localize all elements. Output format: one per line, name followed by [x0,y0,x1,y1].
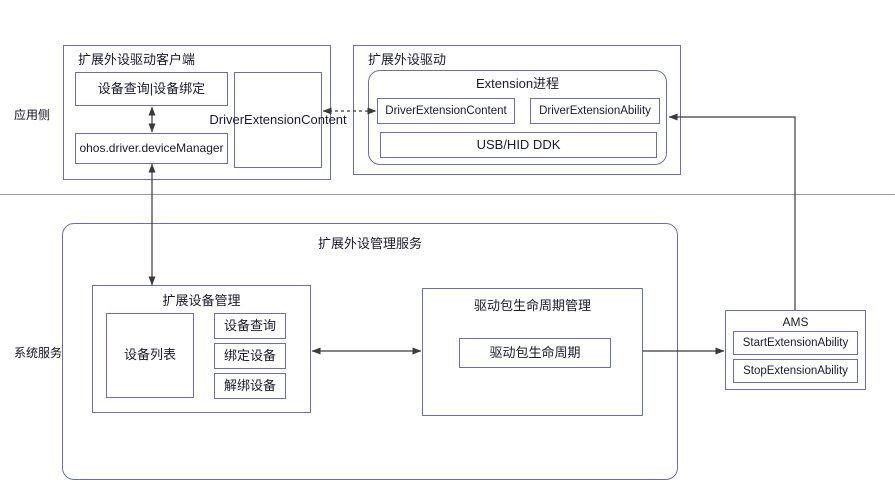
box-start-extension-ability[interactable]: StartExtensionAbility [733,331,858,355]
box-usb-hid-ddk[interactable]: USB/HID DDK [380,132,657,158]
group-ams-title: AMS [782,315,809,329]
box-driver-extension-ability[interactable]: DriverExtensionAbility [530,98,660,124]
group-driver-package-lifecycle-title: 驱动包生命周期管理 [473,298,591,313]
box-stop-extension-ability[interactable]: StopExtensionAbility [733,359,858,383]
group-extension-driver-title: 扩展外设驱动 [368,52,447,67]
box-ohos-driver-devicemanager[interactable]: ohos.driver.deviceManager [75,133,228,164]
group-extension-process-title: Extension进程 [475,76,560,91]
box-bind-device-action[interactable]: 绑定设备 [214,343,286,369]
box-driver-package-lifecycle[interactable]: 驱动包生命周期 [459,338,611,368]
connector-ams-to-driver-extension-ability [668,113,796,310]
group-peripheral-management-service-title: 扩展外设管理服务 [317,236,422,251]
box-device-query-bind[interactable]: 设备查询|设备绑定 [75,72,228,106]
group-driver-client-title: 扩展外设驱动客户端 [78,52,196,67]
box-device-query-action[interactable]: 设备查询 [214,313,286,339]
layer-label-system-service: 系统服务 [14,346,63,360]
box-unbind-device-action[interactable]: 解绑设备 [214,373,286,399]
box-device-list[interactable]: 设备列表 [106,313,194,398]
box-driver-extension-content-client[interactable]: DriverExtensionContent [209,72,347,168]
layer-divider [0,194,895,195]
box-driver-extension-content-process[interactable]: DriverExtensionContent [377,98,515,124]
layer-label-app-side: 应用侧 [14,108,51,122]
group-device-management-title: 扩展设备管理 [162,293,241,308]
